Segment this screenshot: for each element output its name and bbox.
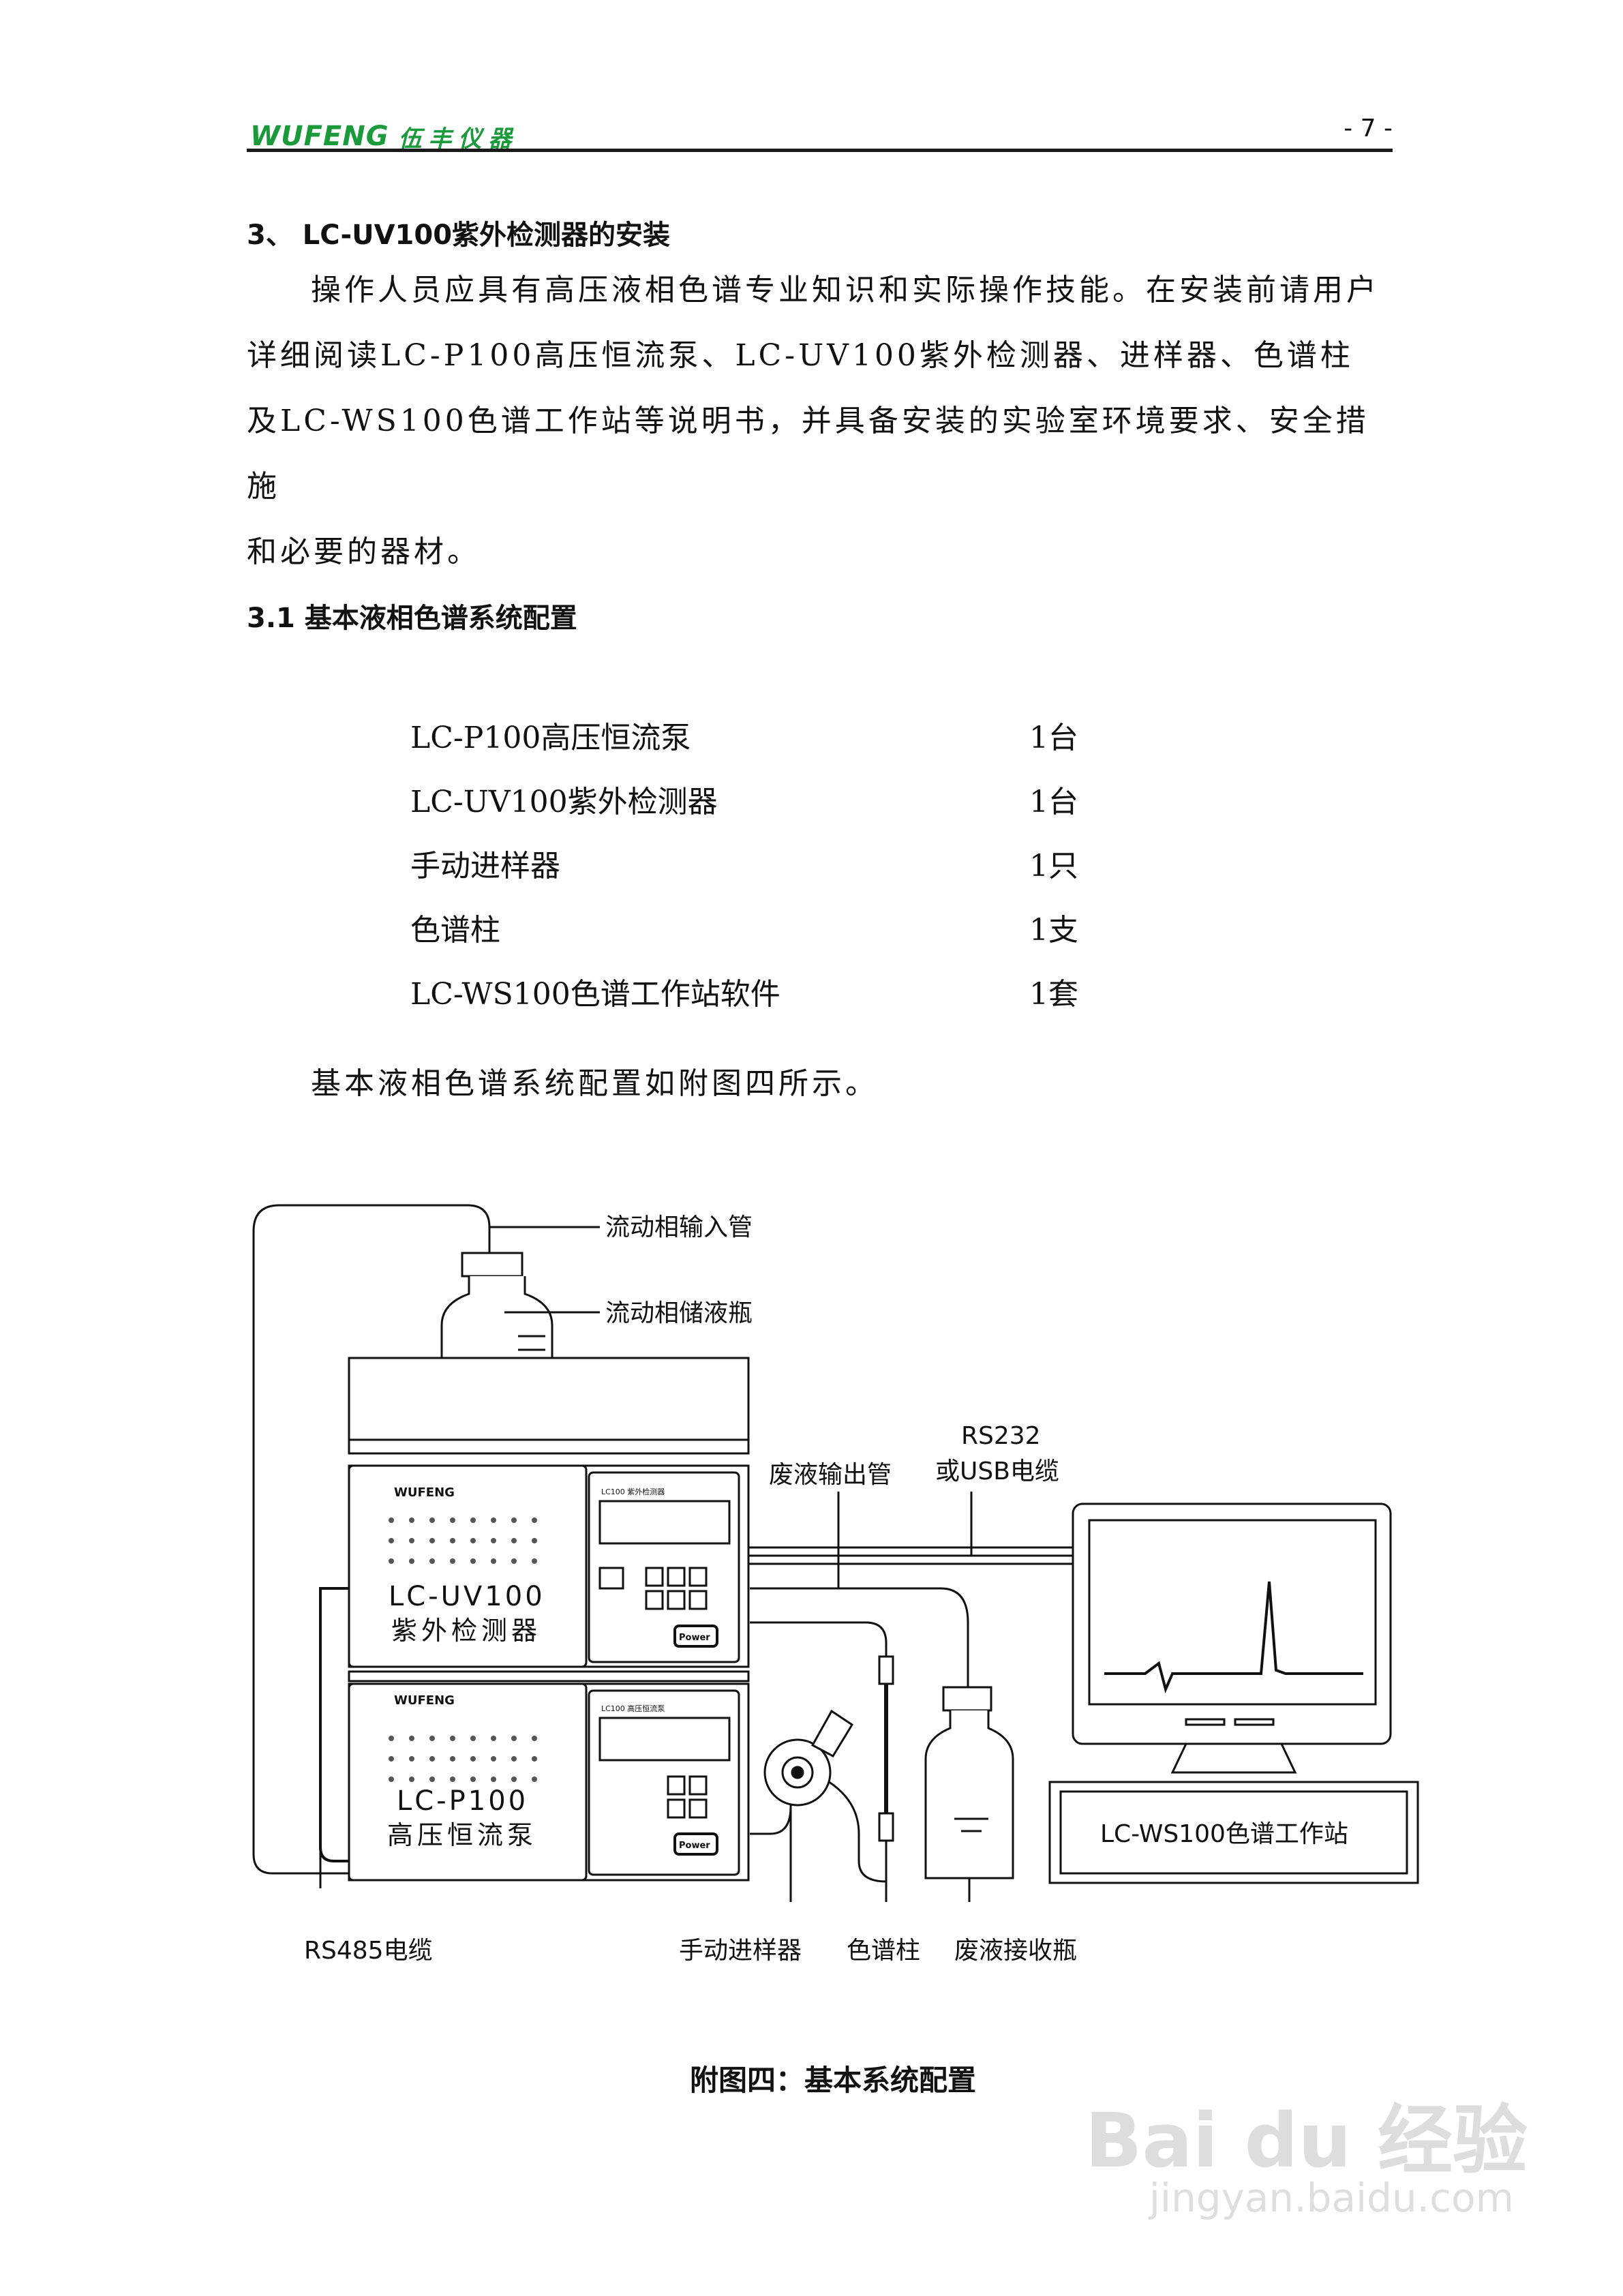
- page-number: - 7 -: [1344, 115, 1393, 142]
- config-item-name: 手动进样器: [410, 849, 560, 883]
- paragraph-line: 操作人员应具有高压液相色谱专业知识和实际操作技能。在安装前请用户: [311, 273, 1380, 307]
- inlet-tube-label: 流动相输入管: [605, 1213, 753, 1241]
- config-item-name: LC-WS100色谱工作站软件: [410, 977, 780, 1012]
- paragraph-line: 及LC-WS100色谱工作站等说明书，并具备安装的实验室环境要求、安全措施: [247, 404, 1369, 504]
- paragraph-line: 详细阅读LC-P100高压恒流泵、LC-UV100紫外检测器、进样器、色谱柱: [247, 338, 1354, 373]
- pump-name: 高压恒流泵: [387, 1820, 537, 1850]
- config-item-name: LC-UV100紫外检测器: [410, 785, 718, 819]
- chromatogram-trace: [1104, 1581, 1363, 1694]
- config-item-qty: 1套: [1029, 977, 1078, 1012]
- detector-name: 紫外检测器: [391, 1616, 541, 1646]
- figure-reference-text: 基本液相色谱系统配置如附图四所示。: [311, 1066, 879, 1101]
- watermark-brand: Bai du 经验: [1084, 2097, 1528, 2184]
- reservoir-label: 流动相储液瓶: [605, 1299, 753, 1327]
- detector-panel-title: LC100 紫外检测器: [601, 1487, 665, 1496]
- config-item-qty: 1只: [1029, 849, 1078, 883]
- waste-bottle-label: 废液接收瓶: [954, 1937, 1077, 1965]
- section-3-heading: 3、 LC-UV100紫外检测器的安装: [247, 220, 671, 251]
- injector: [763, 1709, 854, 1807]
- detector-model: LC-UV100: [389, 1581, 545, 1612]
- detector-power: Power: [679, 1633, 710, 1643]
- config-item-name: 色谱柱: [410, 913, 500, 948]
- watermark-url: jingyan.baidu.com: [1149, 2175, 1514, 2221]
- rs485-label: RS485电缆: [304, 1937, 433, 1965]
- pump-brand: WUFENG: [394, 1693, 455, 1708]
- header-divider: [247, 149, 1393, 152]
- inlet-tube: [252, 1204, 491, 1875]
- pump-panel-title: LC100 高压恒流泵: [601, 1704, 665, 1713]
- usb-cable-label: 或USB电缆: [935, 1457, 1059, 1485]
- monitor: [1072, 1502, 1392, 1774]
- waste-bottle: [924, 1686, 1014, 1879]
- column-label: 色谱柱: [847, 1937, 920, 1965]
- pump-power: Power: [679, 1841, 710, 1851]
- logo-chinese: 伍丰仪器: [398, 125, 519, 153]
- config-item-qty: 1台: [1029, 721, 1078, 755]
- pump-model: LC-P100: [397, 1785, 528, 1817]
- workstation-label: LC-WS100色谱工作站: [1100, 1820, 1348, 1848]
- detector-unit: [348, 1464, 750, 1668]
- figure-caption: 附图四：基本系统配置: [690, 2064, 977, 2097]
- pump-unit: [348, 1682, 750, 1882]
- logo-latin: WUFENG: [250, 121, 389, 152]
- solvent-tray: [348, 1357, 750, 1441]
- waste-tube-label: 废液输出管: [769, 1461, 892, 1489]
- paragraph-line: 和必要的器材。: [247, 534, 481, 569]
- section-3-paragraph: 操作人员应具有高压液相色谱专业知识和实际操作技能。在安装前请用户 详细阅读LC-…: [247, 258, 1399, 585]
- config-item-qty: 1台: [1029, 785, 1078, 819]
- detector-brand: WUFENG: [394, 1485, 455, 1500]
- config-item-name: LC-P100高压恒流泵: [410, 721, 691, 755]
- rs232-label: RS232: [961, 1422, 1041, 1450]
- section-3-1-heading: 3.1 基本液相色谱系统配置: [247, 603, 577, 634]
- header-logo: WUFENG 伍丰仪器: [250, 116, 519, 157]
- injector-label: 手动进样器: [679, 1937, 802, 1965]
- config-item-qty: 1支: [1029, 913, 1078, 948]
